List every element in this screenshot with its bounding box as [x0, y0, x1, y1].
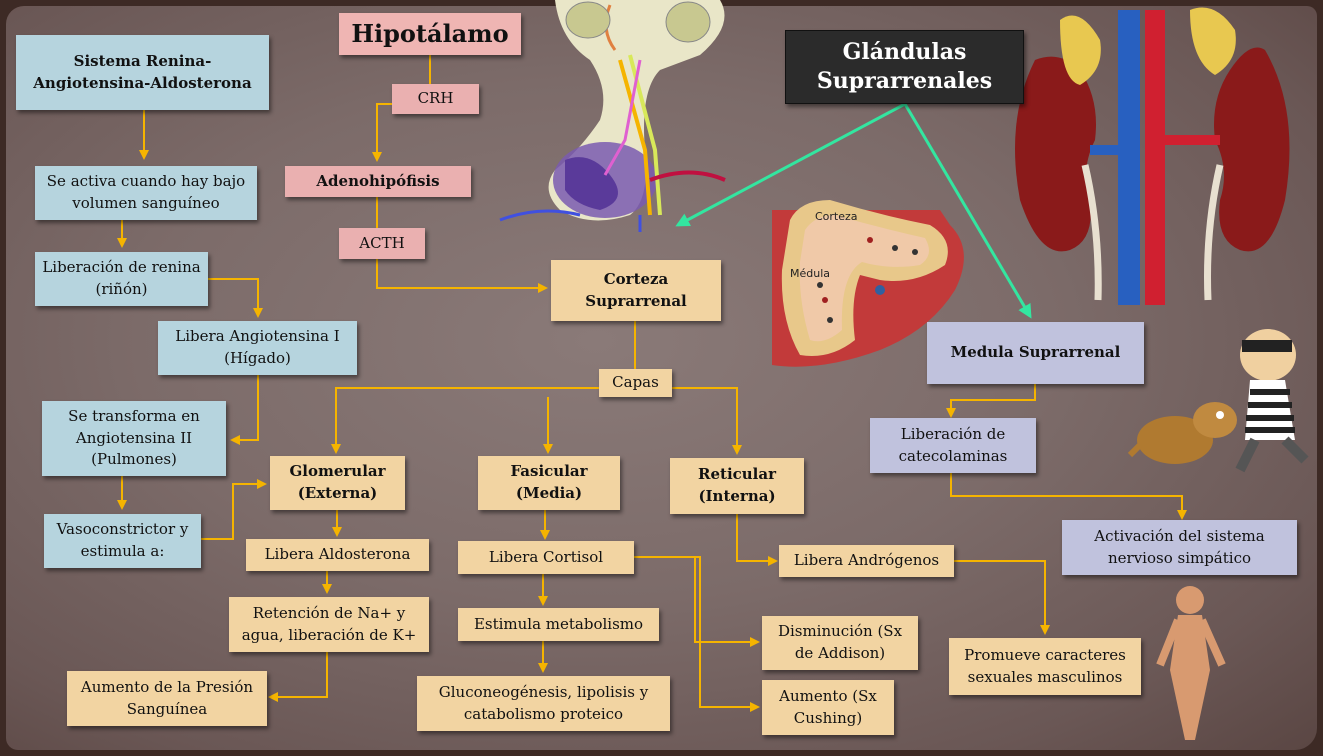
capas-box: Capas — [599, 369, 672, 397]
sistema-box: Sistema Renina-Angiotensina-Aldosterona — [16, 35, 269, 110]
pituitary-illustration — [499, 0, 726, 232]
se-activa-box: Se activa cuando hay bajo volumen sanguí… — [35, 166, 257, 220]
kidneys-illustration — [1015, 7, 1290, 305]
libera-angiotensina-i-box: Libera Angiotensina I (Hígado) — [158, 321, 357, 375]
vasoconstrictor-box: Vasoconstrictor y estimula a: — [44, 514, 201, 568]
gluconeogenesis-box: Gluconeogénesis, lipolisis y catabolismo… — [417, 676, 670, 731]
crh-box: CRH — [392, 84, 479, 114]
corteza-label: Corteza — [815, 210, 858, 223]
liberacion-renina-box: Liberación de renina (riñón) — [35, 252, 208, 306]
connector-lines — [117, 54, 1187, 712]
libera-cortisol-box: Libera Cortisol — [458, 541, 634, 574]
disminucion-box: Disminución (Sx de Addison) — [762, 616, 918, 670]
corteza-box: Corteza Suprarrenal — [551, 260, 721, 321]
hipotalamo-box: Hipotálamo — [339, 13, 521, 55]
retencion-box: Retención de Na+ y agua, liberación de K… — [229, 597, 429, 652]
medula-label: Médula — [790, 267, 830, 280]
adrenal-section-illustration: Corteza Médula — [772, 200, 964, 367]
male-figure-illustration — [1156, 586, 1226, 740]
activacion-box: Activación del sistema nervioso simpátic… — [1062, 520, 1297, 575]
glandulas-box: Glándulas Suprarrenales — [785, 30, 1024, 104]
aumento-presion-box: Aumento de la Presión Sanguínea — [67, 671, 267, 726]
reticular-box: Reticular (Interna) — [670, 458, 804, 514]
fasicular-box: Fasicular (Media) — [478, 456, 620, 510]
promueve-box: Promueve caracteres sexuales masculinos — [949, 638, 1141, 695]
green-connector-lines — [675, 102, 1032, 319]
estimula-metabolismo-box: Estimula metabolismo — [458, 608, 659, 641]
aumento-cushing-box: Aumento (Sx Cushing) — [762, 680, 894, 735]
acth-box: ACTH — [339, 228, 425, 259]
thief-and-dog-illustration — [1127, 329, 1309, 473]
transforma-angiotensina-ii-box: Se transforma en Angiotensina II (Pulmon… — [42, 401, 226, 476]
libera-androgenos-box: Libera Andrógenos — [779, 545, 954, 577]
adenohipofisis-box: Adenohipófisis — [285, 166, 471, 197]
medula-box: Medula Suprarrenal — [927, 322, 1144, 384]
liberacion-catecolaminas-box: Liberación de catecolaminas — [870, 418, 1036, 473]
glomerular-box: Glomerular (Externa) — [270, 456, 405, 510]
libera-aldosterona-box: Libera Aldosterona — [246, 539, 429, 571]
